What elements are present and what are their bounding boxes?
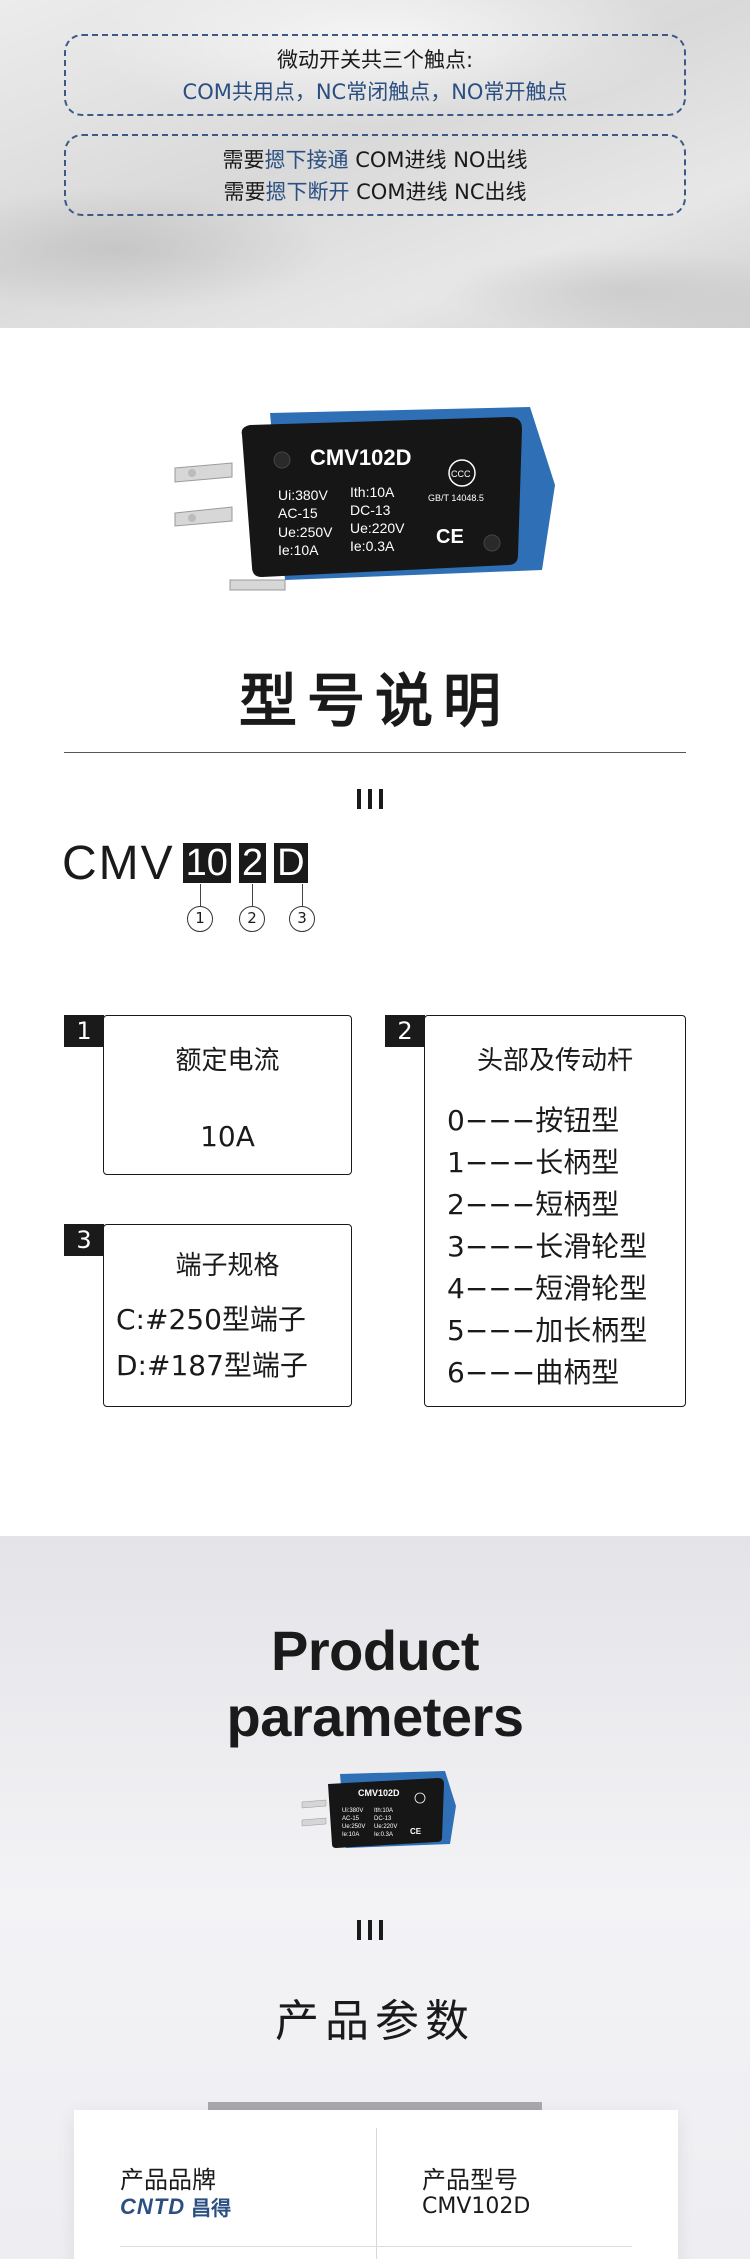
wiring-note-line-1: 需要摁下接通 COM进线 NO出线 [66, 144, 684, 176]
connector-line-3 [302, 884, 303, 906]
product-parameters-title-line-1: Product [270, 1619, 480, 1682]
param-row-divider [120, 2246, 632, 2247]
svg-text:Ue:250V: Ue:250V [342, 1824, 365, 1830]
wiring-note-box: 需要摁下接通 COM进线 NO出线 需要摁下断开 COM进线 NC出线 [64, 134, 686, 216]
contacts-note-title: 微动开关共三个触点: [276, 48, 474, 72]
param-card: 产品品牌 CNTD 昌得 产品型号 CMV102D [74, 2110, 678, 2259]
param-column-divider [376, 2128, 377, 2259]
rated-current-box: 额定电流 10A [103, 1015, 352, 1175]
switch-rating-left-1: Ui:380V [278, 487, 328, 503]
svg-text:AC-15: AC-15 [342, 1816, 360, 1822]
head-type-item: 4−−−短滑轮型 [447, 1272, 648, 1305]
ccc-mark-text: CCC [451, 469, 471, 479]
terminal-spec-box: 端子规格 C:#250型端子 D:#187型端子 [103, 1224, 352, 1407]
head-type-item: 1−−−长柄型 [447, 1146, 620, 1179]
switch-rating-right-2: DC-13 [350, 502, 391, 518]
param-card-top-bar [208, 2102, 542, 2110]
head-type-item: 6−−−曲柄型 [447, 1356, 620, 1389]
marble-header-section: 微动开关共三个触点: COM共用点，NC常闭触点，NO常开触点 需要摁下接通 C… [0, 0, 750, 328]
terminal-spec-list: C:#250型端子 D:#187型端子 [116, 1297, 308, 1389]
head-type-item: 2−−−短柄型 [447, 1188, 620, 1221]
head-actuator-box: 头部及传动杆 0−−−按钮型 1−−−长柄型 2−−−短柄型 3−−−长滑轮型 … [424, 1015, 686, 1407]
box-number-3: 3 [64, 1224, 104, 1256]
head-actuator-list: 0−−−按钮型 1−−−长柄型 2−−−短柄型 3−−−长滑轮型 4−−−短滑轮… [447, 1100, 647, 1394]
model-label: 产品型号 [422, 2166, 518, 2194]
section-tick-marks [357, 789, 393, 809]
switch-rating-right-4: Ie:0.3A [350, 538, 395, 554]
svg-text:Ui:380V: Ui:380V [342, 1808, 363, 1814]
circle-number-3: 3 [289, 906, 315, 932]
svg-text:Ie:10A: Ie:10A [342, 1832, 359, 1838]
contacts-note-box: 微动开关共三个触点: COM共用点，NC常闭触点，NO常开触点 [64, 34, 686, 116]
head-type-item: 0−−−按钮型 [447, 1104, 620, 1137]
head-actuator-title: 头部及传动杆 [476, 1046, 633, 1076]
model-code-segment-terminal: D [274, 843, 308, 883]
svg-text:CE: CE [410, 1827, 422, 1836]
svg-text:Ie:0.3A: Ie:0.3A [374, 1832, 393, 1838]
micro-switch-product-image: CMV102D Ui:380V AC-15 Ue:250V Ie:10A Ith… [174, 407, 555, 591]
brand-logo-latin: CNTD [120, 2193, 186, 2219]
switch-standard: GB/T 14048.5 [428, 493, 484, 503]
svg-text:Ith:10A: Ith:10A [374, 1808, 393, 1814]
wiring-note-line-2: 需要摁下断开 COM进线 NC出线 [66, 176, 684, 208]
contacts-note-detail: COM共用点，NC常闭触点，NO常开触点 [182, 80, 568, 104]
circle-number-1: 1 [187, 906, 213, 932]
switch-rating-left-2: AC-15 [278, 505, 318, 521]
product-parameters-title-cn: 产品参数 [275, 1996, 475, 2047]
rated-current-title: 额定电流 [175, 1046, 280, 1076]
model-code-segment-head: 2 [238, 843, 267, 883]
wiring-note-line-1-pre: 需要 [222, 148, 265, 172]
model-code: CMV 10 2 D [62, 836, 308, 890]
switch-rating-right-3: Ue:220V [350, 520, 405, 536]
product-parameters-title-en: Product parameters [0, 1618, 750, 1750]
wiring-note-line-1-post: COM进线 NO出线 [348, 148, 528, 172]
switch-rating-right-1: Ith:10A [350, 484, 395, 500]
rated-current-value: 10A [200, 1120, 255, 1153]
switch-rating-left-3: Ue:250V [278, 524, 333, 540]
box-number-2: 2 [385, 1015, 425, 1047]
ce-mark-icon: CE [436, 526, 464, 548]
model-code-segment-current: 10 [182, 843, 231, 883]
terminal-spec-title: 端子规格 [175, 1251, 280, 1281]
connector-line-2 [252, 884, 253, 906]
wiring-note-line-1-emphasis: 摁下接通 [264, 148, 349, 172]
connector-line-1 [200, 884, 201, 906]
terminal-type-item: C:#250型端子 [116, 1303, 306, 1336]
svg-text:Ue:220V: Ue:220V [374, 1824, 397, 1830]
head-type-item: 3−−−长滑轮型 [447, 1230, 648, 1263]
product-parameters-title-line-2: parameters [226, 1685, 524, 1748]
model-explanation-title: 型号说明 [238, 667, 511, 735]
ccc-mark-icon: CCC [448, 459, 476, 487]
brand-label: 产品品牌 [120, 2166, 216, 2194]
switch-rating-left-4: Ie:10A [278, 542, 319, 558]
model-code-prefix: CMV [62, 836, 175, 890]
switch-model-label: CMV102D [310, 445, 411, 470]
wiring-note-line-2-post: COM进线 NC出线 [349, 180, 527, 204]
head-type-item: 5−−−加长柄型 [447, 1314, 648, 1347]
box-number-1: 1 [64, 1015, 104, 1047]
circle-number-2: 2 [239, 906, 265, 932]
wiring-note-line-2-pre: 需要 [223, 180, 266, 204]
micro-switch-small-image: CMV102D Ui:380V AC-15 Ue:250V Ie:10A Ith… [301, 1771, 456, 1848]
section-tick-marks-2 [357, 1920, 393, 1940]
model-value: CMV102D [422, 2194, 531, 2219]
brand-logo: CNTD 昌得 [120, 2192, 231, 2221]
svg-text:CMV102D: CMV102D [358, 1788, 400, 1798]
svg-text:DC-13: DC-13 [374, 1816, 392, 1822]
brand-logo-cn: 昌得 [191, 2196, 232, 2220]
wiring-note-line-2-emphasis: 摁下断开 [265, 180, 350, 204]
title-divider [64, 752, 686, 753]
terminal-type-item: D:#187型端子 [116, 1349, 308, 1382]
